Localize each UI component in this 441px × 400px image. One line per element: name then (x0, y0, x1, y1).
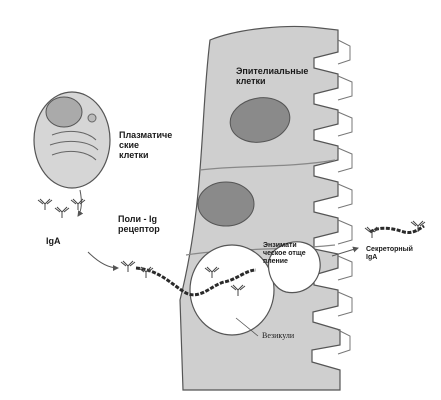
vesicle (189, 244, 275, 336)
arrow-to-vesicle-label (235, 317, 259, 337)
arrow-iga-to-receptor (87, 251, 119, 271)
epithelial-fringe (337, 39, 353, 355)
nucleus-upper (229, 97, 291, 143)
antibody-iga-2 (54, 206, 70, 219)
poly-ig-receptor-chain (135, 266, 257, 297)
label-enzymatic-cleavage: Энзимати ческое отще пление (263, 242, 306, 265)
arrow-to-secretory (331, 246, 359, 257)
antibody-receptor-1 (120, 260, 136, 273)
label-secretory-iga: Секреторный IgA (366, 246, 413, 261)
cell-boundary-bottom (185, 244, 336, 256)
nucleus-middle (197, 181, 255, 227)
arrow-plasma-to-iga (77, 189, 84, 217)
label-vesicle: Везикули (262, 331, 295, 340)
plasma-cell-nucleus (45, 96, 83, 128)
cleavage-vesicle (267, 241, 321, 294)
antibody-iga-3 (70, 198, 86, 211)
antibody-iga-1 (37, 198, 53, 211)
secretory-iga-chain (369, 224, 425, 234)
label-epithelial-cells: Эпителиальные клетки (236, 66, 309, 86)
label-plasma-cells: Плазматиче ские клетки (119, 130, 173, 160)
label-iga: IgA (46, 236, 61, 246)
cell-boundary-top (199, 159, 336, 171)
plasma-organelle (87, 113, 97, 123)
antibody-receptor-2 (138, 266, 154, 279)
label-poly-ig-receptor: Поли - Ig рецептор (118, 214, 160, 234)
plasma-cell-er (49, 130, 99, 161)
